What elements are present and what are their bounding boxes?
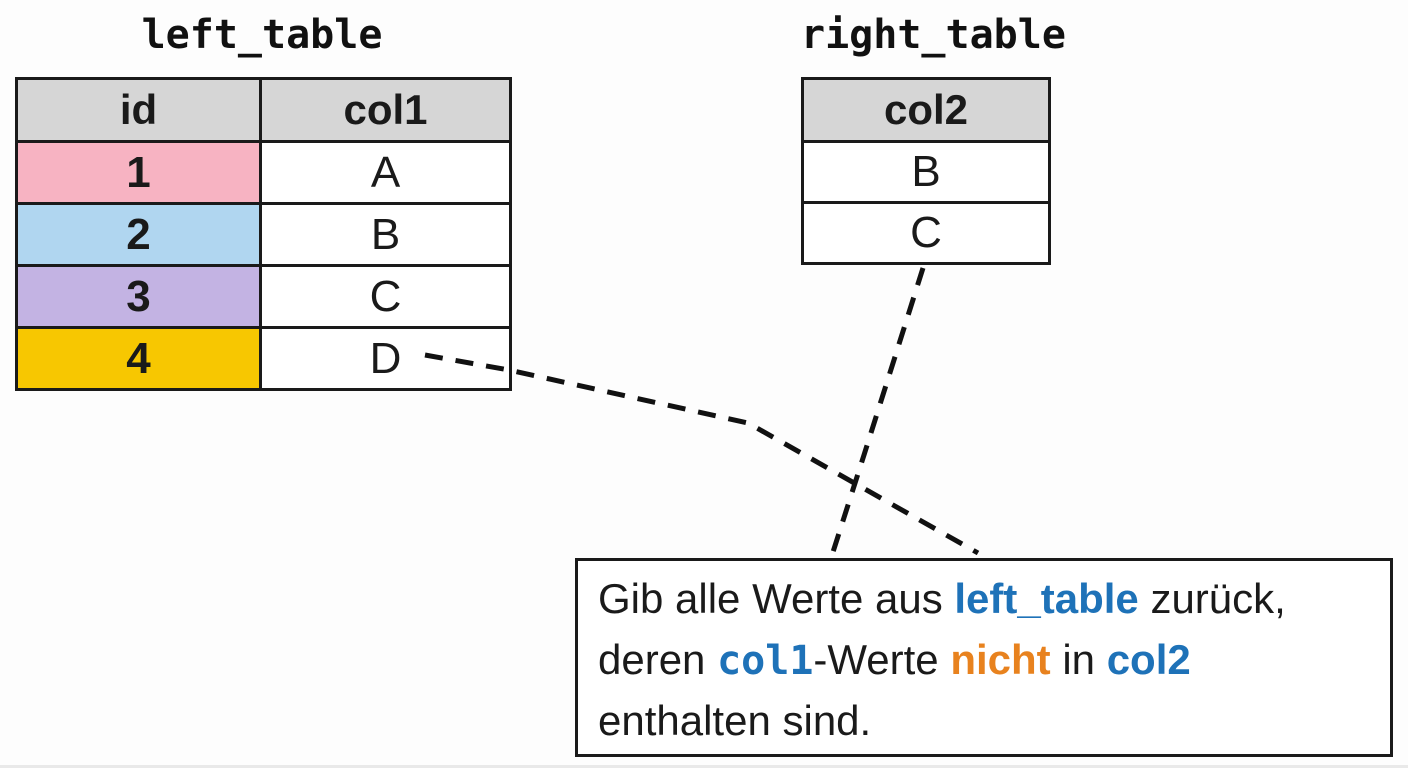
left-table-title: left_table xyxy=(141,12,383,58)
right-table-header-row: col2 xyxy=(801,77,1051,143)
caption-segment-plain: enthalten sind. xyxy=(598,697,872,744)
col2-cell: C xyxy=(801,201,1051,265)
table-row: C xyxy=(801,201,1051,265)
left-table-header-row: id col1 xyxy=(15,77,512,143)
caption-line: enthalten sind. xyxy=(598,690,1380,751)
table-row: 4 D xyxy=(15,326,512,391)
col1-cell: D xyxy=(259,326,512,391)
right-table-title: right_table xyxy=(801,12,1066,58)
id-cell: 3 xyxy=(15,264,262,329)
caption-segment-plain: deren xyxy=(598,636,718,683)
column-header-col1: col1 xyxy=(259,77,512,143)
col1-cell: B xyxy=(259,202,512,267)
id-cell: 1 xyxy=(15,140,262,205)
caption-box: Gib alle Werte aus left_table zurück, de… xyxy=(575,558,1393,757)
col1-cell: C xyxy=(259,264,512,329)
caption-segment-negation: nicht xyxy=(950,636,1051,683)
col2-cell: B xyxy=(801,140,1051,204)
caption-segment-code: col1 xyxy=(717,638,814,684)
caption-line: deren col1-Werte nicht in col2 xyxy=(598,629,1380,690)
column-header-id: id xyxy=(15,77,262,143)
table-row: 2 B xyxy=(15,202,512,267)
table-row: 1 A xyxy=(15,140,512,205)
connector-c-to-caption xyxy=(830,267,926,553)
left-table: id col1 1 A 2 B 3 C 4 D xyxy=(15,77,512,391)
id-cell: 2 xyxy=(15,202,262,267)
id-cell: 4 xyxy=(15,326,262,391)
caption-segment-plain: Gib alle Werte aus xyxy=(598,575,955,622)
table-row: B xyxy=(801,140,1051,204)
caption-segment-table-ref: left_table xyxy=(954,575,1139,622)
column-header-col2: col2 xyxy=(801,77,1051,143)
caption-line: Gib alle Werte aus left_table zurück, xyxy=(598,568,1380,629)
caption-segment-plain: -Werte xyxy=(813,636,951,683)
caption-segment-table-ref: col2 xyxy=(1106,636,1191,683)
right-table: col2 B C xyxy=(801,77,1051,265)
col1-cell: A xyxy=(259,140,512,205)
table-row: 3 C xyxy=(15,264,512,329)
caption-segment-plain: zurück, xyxy=(1138,575,1286,622)
caption-segment-plain: in xyxy=(1050,636,1107,683)
bottom-edge-artifact xyxy=(0,765,1408,768)
